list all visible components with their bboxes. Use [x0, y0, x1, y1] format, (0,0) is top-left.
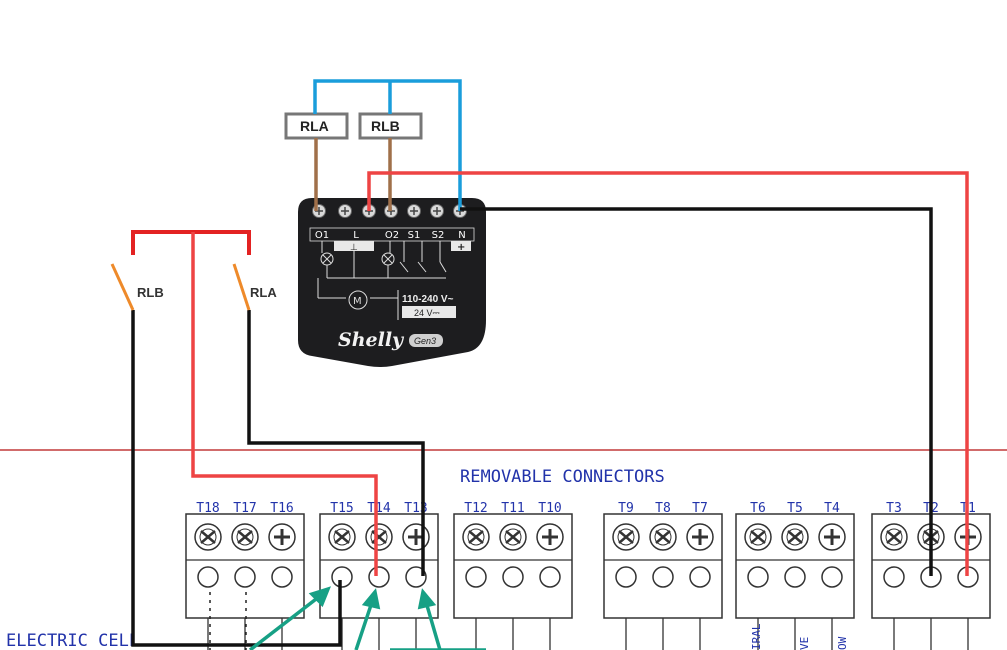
terminal-socket — [331, 566, 353, 588]
vertical-label-iral: IRAL — [750, 623, 763, 650]
terminal-socket — [539, 566, 561, 588]
terminal-id: T7 — [692, 501, 708, 516]
electric-cell-label: ELECTRIC CELL — [6, 631, 139, 650]
device-body — [298, 198, 486, 367]
terminal-id: T16 — [270, 501, 293, 516]
terminal-label-n: N — [458, 230, 465, 241]
switch-blade-rla — [232, 263, 251, 311]
connector-block: T6 T5 T4 — [735, 501, 855, 650]
terminal-label-o1: O1 — [315, 230, 329, 241]
terminal-socket — [465, 566, 487, 588]
terminal-socket — [368, 566, 390, 588]
terminal-id: T12 — [464, 501, 487, 516]
terminal-socket — [747, 566, 769, 588]
plus-box — [451, 241, 471, 251]
terminal-id: T18 — [196, 501, 219, 516]
gen-badge-box — [409, 334, 443, 347]
terminal-id: T6 — [750, 501, 766, 516]
brand-logo: Shelly — [338, 329, 405, 351]
terminal-socket — [502, 566, 524, 588]
relay-box-rlb-label: RLB — [371, 118, 400, 134]
terminal-id: T4 — [824, 501, 840, 516]
connector-block: T18 T17 T16 — [185, 501, 305, 650]
relay-box-rla-label: RLA — [300, 118, 329, 134]
terminal-socket — [784, 566, 806, 588]
connector-block: T12 T11 T10 — [453, 501, 573, 650]
terminal-label-l: L — [353, 230, 359, 241]
voltage-dc-label: 24 V⎓ — [414, 308, 440, 318]
switch-blade-rlb — [110, 263, 135, 311]
terminal-id: T14 — [367, 501, 391, 516]
terminal-socket — [652, 566, 674, 588]
terminal-socket — [234, 566, 256, 588]
terminal-id: T10 — [538, 501, 561, 516]
switch-label-rlb: RLB — [137, 285, 164, 300]
voltage-ac-label: 110-240 V~ — [402, 294, 454, 305]
terminal-id: T11 — [501, 501, 524, 516]
shelly-device: O1 L O2 S1 S2 N ⊥ + — [298, 198, 486, 367]
live-wire-t1 — [367, 171, 969, 576]
terminal-id: T8 — [655, 501, 671, 516]
terminal-socket — [615, 566, 637, 588]
black-wire-t13 — [247, 310, 425, 576]
terminal-socket — [271, 566, 293, 588]
black-wire-rlb — [131, 310, 342, 647]
live-wire-t14 — [191, 232, 378, 576]
terminal-socket — [821, 566, 843, 588]
section-title: REMOVABLE CONNECTORS — [460, 467, 665, 487]
voltage-dc-box — [402, 306, 456, 318]
device-schematic — [317, 241, 447, 320]
vertical-label-ve: VE — [798, 637, 811, 650]
terminal-id: T5 — [787, 501, 803, 516]
plus-symbol: + — [457, 242, 465, 253]
terminal-socket — [883, 566, 905, 588]
terminal-label-row — [309, 227, 475, 242]
terminal-id: T15 — [330, 501, 353, 516]
ground-symbol: ⊥ — [350, 243, 358, 253]
terminal-id: T3 — [886, 501, 902, 516]
terminal-id: T9 — [618, 501, 634, 516]
terminal-label-s2: S2 — [432, 230, 445, 241]
pointer-arrows — [248, 586, 486, 650]
neutral-wire — [313, 79, 462, 211]
terminal-id: T17 — [233, 501, 256, 516]
connector-block: T9 T8 T7 — [603, 501, 723, 650]
motor-symbol: M — [353, 296, 362, 307]
terminal-socket — [405, 566, 427, 588]
black-wire-t2 — [460, 207, 933, 576]
terminal-socket — [197, 566, 219, 588]
switch-label-rla: RLA — [250, 285, 277, 300]
terminal-label-s1: S1 — [408, 230, 421, 241]
live-bus-switches — [131, 230, 251, 255]
gen-badge: Gen3 — [414, 336, 436, 346]
vertical-label-ow: OW — [836, 636, 849, 650]
terminal-socket — [689, 566, 711, 588]
ground-box — [334, 241, 374, 251]
terminal-label-o2: O2 — [385, 230, 399, 241]
